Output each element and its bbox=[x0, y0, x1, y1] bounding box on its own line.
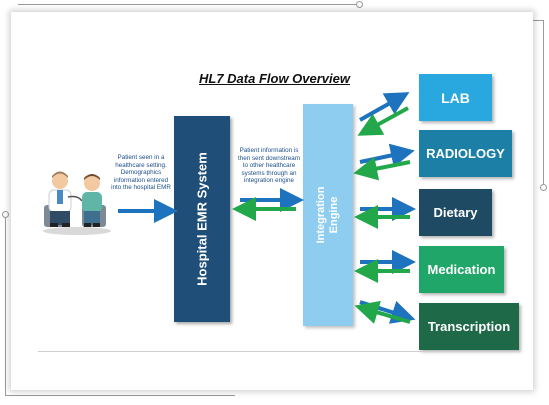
transcription-box: Transcription bbox=[419, 303, 519, 350]
frame-dot-right bbox=[540, 184, 547, 191]
frame-line-bottom bbox=[5, 395, 235, 396]
radiology-box: RADIOLOGY bbox=[419, 130, 512, 177]
radiology-to-engine-arrow bbox=[353, 156, 411, 181]
patient-note: Patient seen in a healthcare setting. De… bbox=[111, 154, 171, 192]
frame-line-left bbox=[5, 215, 6, 395]
frame-dot-left bbox=[2, 211, 9, 218]
doctor-patient-icon bbox=[43, 171, 111, 235]
integration-engine-box: Integration Engine bbox=[303, 104, 353, 326]
hospital-emr-system-box: Hospital EMR System bbox=[174, 116, 230, 322]
radiology-label: RADIOLOGY bbox=[426, 146, 505, 161]
baseline-divider bbox=[38, 351, 516, 352]
dietary-box: Dietary bbox=[419, 189, 492, 236]
lab-to-engine-arrow bbox=[357, 106, 409, 136]
diagram-title: HL7 Data Flow Overview bbox=[199, 71, 350, 86]
frame-line-top bbox=[18, 4, 358, 5]
transcription-to-engine-arrow bbox=[354, 300, 411, 324]
frame-dot-top bbox=[356, 1, 363, 8]
integration-note: Patient information is then sent downstr… bbox=[238, 147, 300, 185]
lab-label: LAB bbox=[441, 89, 470, 106]
lab-box: LAB bbox=[419, 74, 492, 121]
medication-box: Medication bbox=[419, 246, 504, 293]
engine-to-radiology-arrow bbox=[359, 143, 415, 168]
dietary-label: Dietary bbox=[433, 205, 478, 220]
transcription-label: Transcription bbox=[427, 319, 511, 334]
medication-label: Medication bbox=[427, 262, 496, 277]
frame-line-right bbox=[543, 20, 544, 185]
